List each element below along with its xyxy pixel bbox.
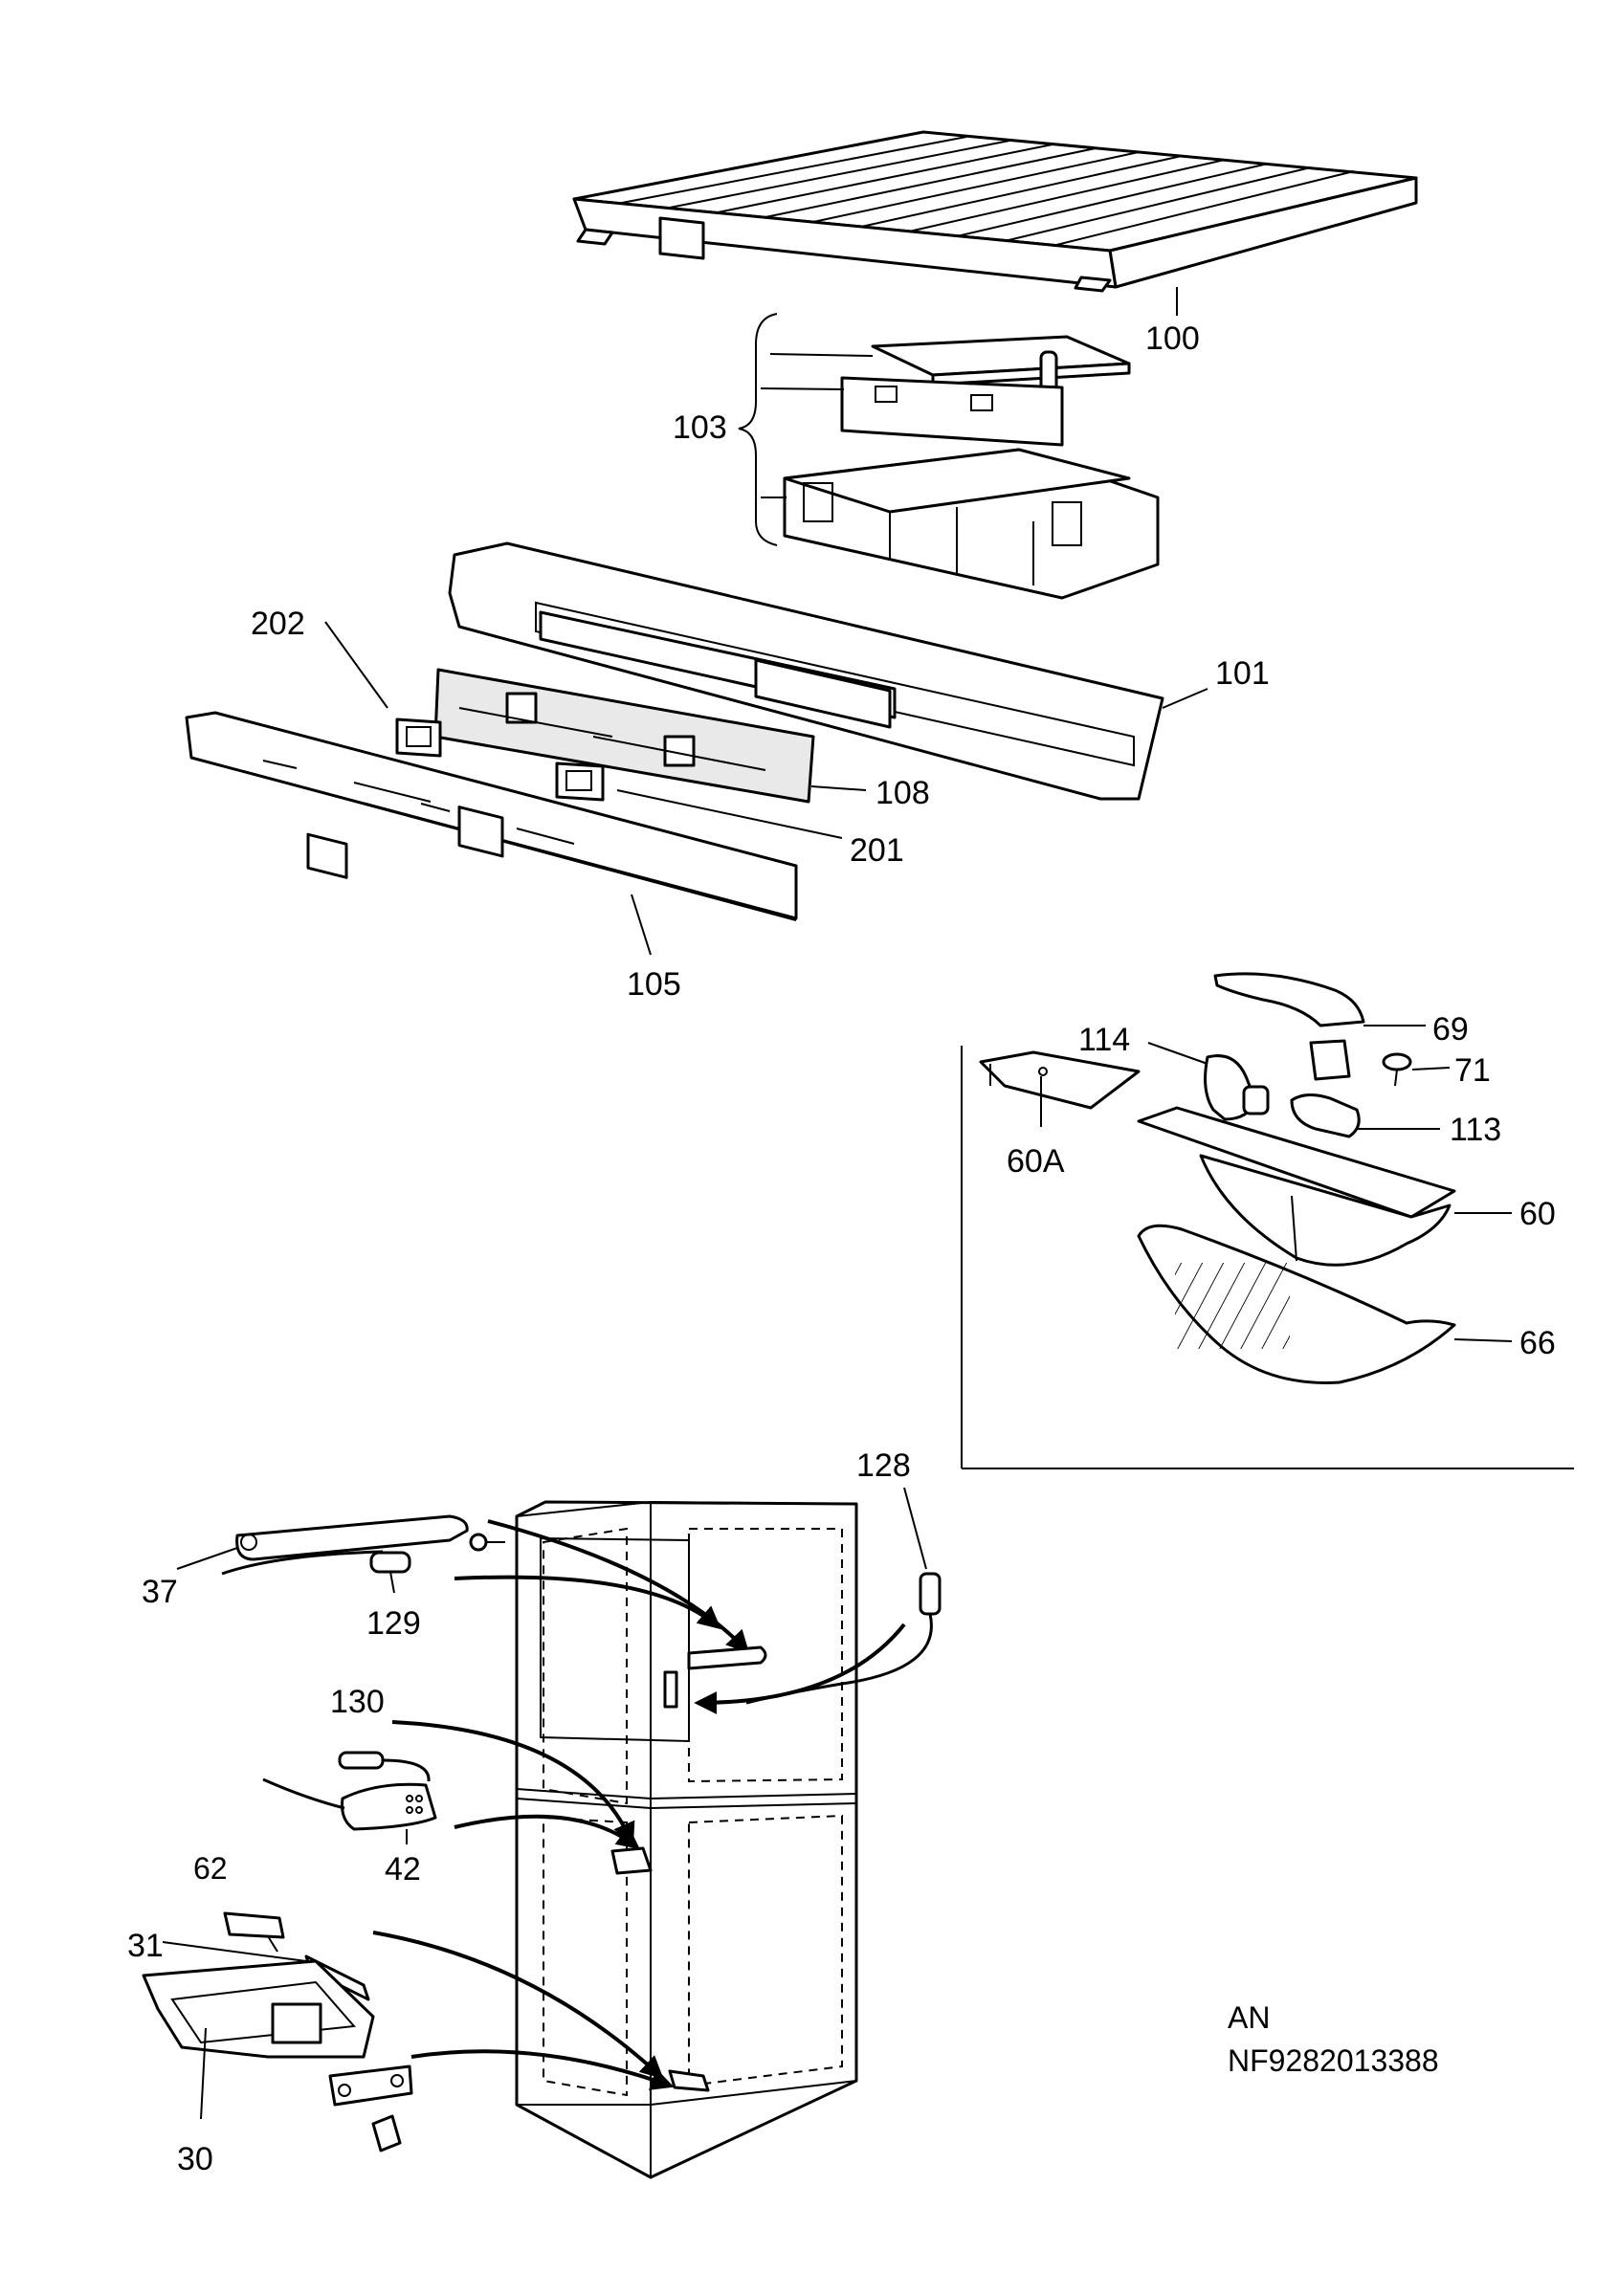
leader-101 (1162, 688, 1208, 709)
mounted-module (610, 1846, 653, 1875)
part-37-thermostat-bar (221, 1514, 505, 1576)
leader-71 (1411, 1067, 1451, 1071)
part-101-panel-housing (448, 541, 1164, 801)
part-42-control-module (262, 1777, 437, 1831)
part-60-lamp-housing (1137, 1106, 1456, 1267)
part-105-fascia-strip (185, 711, 798, 921)
label-30: 30 (177, 2141, 213, 2177)
part-202-display-lens (395, 718, 442, 758)
label-62: 62 (193, 1851, 228, 1886)
lamp-assembly-inset-frame (961, 1046, 1574, 1469)
label-31: 31 (127, 1928, 164, 1964)
part-66-lamp-lens-cover (1137, 1224, 1456, 1384)
leader-202 (324, 621, 388, 709)
leader-105 (631, 894, 652, 956)
leader-103-top (769, 353, 874, 357)
label-101: 101 (1215, 655, 1270, 692)
leader-129 (389, 1571, 395, 1594)
label-114: 114 (1078, 1022, 1130, 1058)
label-66: 66 (1519, 1325, 1556, 1361)
arrow-30 (410, 2049, 675, 2090)
label-103: 103 (673, 409, 727, 446)
part-114-lamp-bulb (1204, 1054, 1270, 1121)
mounted-thermostat (663, 1645, 767, 1709)
part-71-clip (1382, 1052, 1412, 1087)
leader-128 (903, 1487, 927, 1570)
label-113: 113 (1450, 1112, 1501, 1148)
leader-66 (1453, 1338, 1513, 1342)
part-129-probe (369, 1551, 411, 1574)
label-60A: 60A (1007, 1143, 1065, 1180)
label-130: 130 (330, 1684, 385, 1720)
label-202: 202 (251, 606, 305, 642)
grille-slats (621, 136, 1355, 247)
screw-icon (469, 1533, 488, 1552)
arrow-31 (372, 1931, 664, 2080)
arrow-37 (487, 1519, 750, 1654)
label-128: 128 (856, 1447, 911, 1484)
arrow-42 (454, 1814, 640, 1849)
leader-30 (200, 2027, 207, 2120)
part-60A-lamp-bracket (979, 1050, 1141, 1110)
label-201: 201 (850, 832, 904, 869)
mounted-connector (668, 2069, 710, 2092)
part-30-fan-bracket (142, 1959, 413, 2152)
arrow-129 (454, 1575, 721, 1630)
label-42: 42 (385, 1851, 421, 1888)
part-201-display-lens (555, 762, 605, 802)
leader-37 (176, 1547, 238, 1570)
lens-ribs (1175, 1263, 1290, 1349)
arrow-130 (391, 1720, 635, 1846)
leader-31 (162, 1941, 307, 1962)
leader-103-mid (760, 387, 845, 390)
part-113-lamp-holder (1290, 1093, 1361, 1138)
part-switch-small (1309, 1039, 1351, 1081)
part-69-lamp-cover-top (1213, 972, 1365, 1027)
variant-code: AN (1228, 2000, 1270, 2035)
label-37: 37 (142, 1574, 178, 1610)
label-60: 60 (1519, 1196, 1556, 1232)
label-108: 108 (875, 775, 930, 811)
part-103-control-assembly (738, 313, 1160, 600)
label-105: 105 (627, 966, 681, 1003)
part-130-probe (338, 1751, 431, 1782)
label-100: 100 (1145, 320, 1200, 357)
part-100-top-grille (572, 130, 1418, 293)
drawing-number: NF9282013388 (1228, 2043, 1439, 2078)
part-108-board-bracket (433, 668, 815, 804)
leader-201 (616, 789, 843, 839)
label-71: 71 (1454, 1052, 1491, 1089)
cabinet-outline (515, 1500, 858, 2179)
leader-114 (1147, 1042, 1208, 1065)
arrow-128 (694, 1623, 906, 1714)
label-129: 129 (366, 1605, 421, 1642)
label-69: 69 (1432, 1011, 1469, 1048)
leader-108 (810, 785, 867, 791)
